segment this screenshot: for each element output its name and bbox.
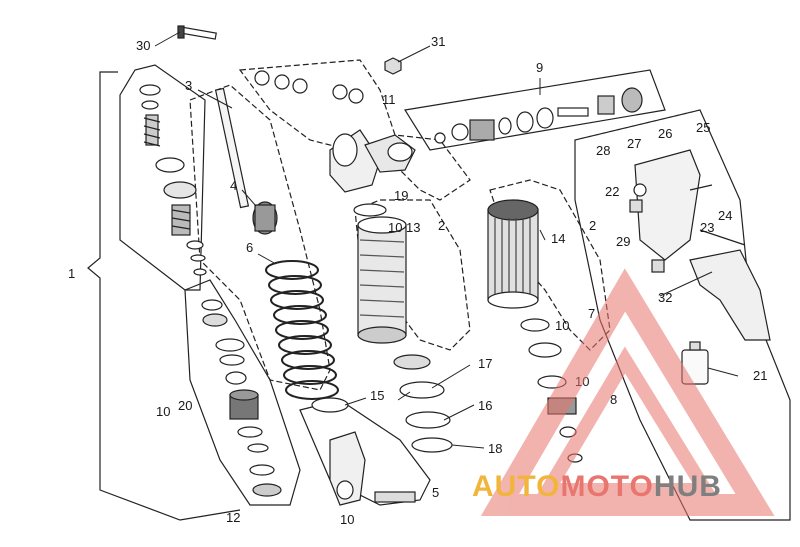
callout-10-bottom: 10 [340, 512, 354, 527]
callout-9: 9 [536, 60, 543, 75]
callout-29: 29 [616, 234, 630, 249]
callout-20: 20 [178, 398, 192, 413]
callout-19: 19 [394, 188, 408, 203]
mud-flap-32-part [689, 249, 771, 341]
callout-23: 23 [700, 220, 714, 235]
top-bushings [254, 70, 364, 104]
adjuster-rings [311, 354, 453, 453]
callout-24: 24 [718, 208, 732, 223]
callout-10-right: 10 [555, 318, 569, 333]
parts [139, 25, 771, 506]
bolt-30-part [177, 25, 217, 40]
callout-26: 26 [658, 126, 672, 141]
callout-2-upper: 2 [438, 218, 445, 233]
damper-rod-part [214, 87, 278, 235]
callout-7: 7 [588, 306, 595, 321]
callout-27: 27 [627, 136, 641, 151]
callout-10-left: 10 [156, 404, 170, 419]
callout-31: 31 [431, 34, 445, 49]
callout-1: 1 [68, 266, 75, 281]
watermark-hub: HUB [654, 470, 722, 503]
top-mount-19-part [329, 129, 416, 193]
callout-21: 21 [753, 368, 767, 383]
callout-28: 28 [596, 143, 610, 158]
watermark-text: AUTOMOTOHUB [472, 470, 722, 503]
callout-16: 16 [478, 398, 492, 413]
callout-25: 25 [696, 120, 710, 135]
callout-3: 3 [185, 78, 192, 93]
watermark-moto: MOTO [560, 470, 653, 503]
callout-10-upper: 10 [388, 220, 402, 235]
callout-2-right: 2 [589, 218, 596, 233]
callout-12: 12 [226, 510, 240, 525]
reservoir-hose-parts [434, 87, 643, 144]
lower-clevis-5-part [329, 431, 416, 506]
fender-bracket-part [629, 149, 746, 273]
callout-11: 11 [382, 92, 396, 107]
lower-left-stack [201, 299, 282, 497]
callout-30: 30 [136, 38, 150, 53]
nut-31-part [384, 57, 402, 75]
watermark-auto: AUTO [472, 470, 560, 503]
callout-8: 8 [610, 392, 617, 407]
callout-4: 4 [230, 178, 237, 193]
leader-lines [154, 31, 739, 449]
callout-6: 6 [246, 240, 253, 255]
group-1-bracket [87, 71, 241, 521]
reservoir-14-part [487, 199, 539, 309]
callout-18: 18 [488, 441, 502, 456]
callout-32: 32 [658, 290, 672, 305]
callout-22: 22 [605, 184, 619, 199]
watermark-triangle-outer [480, 268, 775, 516]
callout-5: 5 [432, 485, 439, 500]
callout-13: 13 [406, 220, 420, 235]
coil-spring-6-part [265, 260, 339, 400]
callout-labels: 1 2 2 3 4 5 6 7 8 9 10 10 10 10 10 11 12… [68, 34, 767, 527]
left-valve-stack [139, 84, 207, 276]
shock-body-13-part [353, 203, 407, 344]
callout-14: 14 [551, 231, 565, 246]
watermark-triangle-inner [535, 346, 718, 497]
watermark-logo [480, 268, 775, 516]
callout-15: 15 [370, 388, 384, 403]
callout-17: 17 [478, 356, 492, 371]
